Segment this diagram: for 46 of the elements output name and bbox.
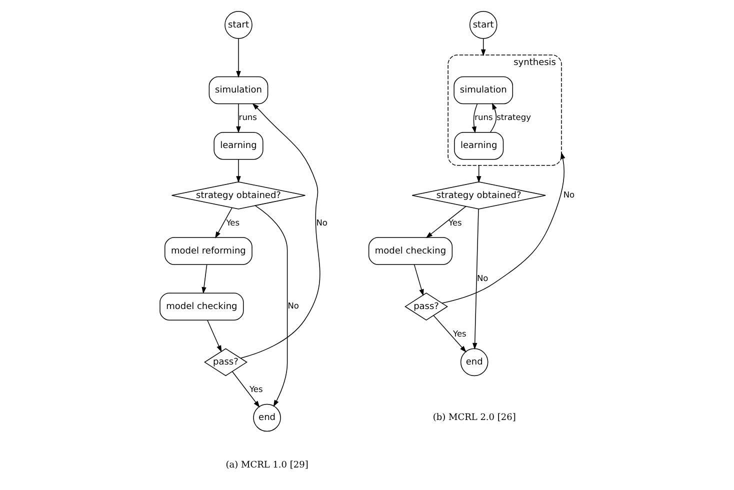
edge-label: No (562, 190, 574, 200)
node-box: learning (213, 132, 263, 160)
node-box: simulation (208, 76, 268, 104)
node-box: simulation (453, 76, 513, 104)
node-box: learning (454, 132, 504, 160)
arrow (441, 152, 565, 304)
edge-label: No (287, 300, 298, 311)
label: (a) MCRL 1.0 [29] (225, 460, 308, 470)
edge-label: No (476, 272, 488, 283)
arrow (201, 264, 207, 294)
arrow (240, 103, 320, 358)
node-diamond: strategy obtained? (411, 182, 546, 210)
arrow (232, 371, 260, 408)
edge-label: No (316, 217, 327, 228)
arrow (480, 38, 486, 56)
arrow (214, 208, 232, 238)
edge-label: runs (474, 112, 492, 122)
node-box: model checking (159, 292, 244, 320)
arrow (236, 103, 240, 134)
edge-label: strategy (496, 112, 530, 122)
node-circle: end (460, 348, 488, 376)
edge-label: Yes (448, 217, 462, 228)
node-box: model checking (368, 237, 452, 265)
node-diamond: pass? (204, 348, 247, 376)
node-diamond: strategy obtained? (170, 182, 306, 210)
arrow (206, 320, 222, 352)
edge-label: Yes (248, 384, 262, 394)
edge-label: Yes (226, 217, 240, 228)
edge-label: runs (238, 112, 256, 122)
node-circle: start (224, 11, 252, 39)
arrow (425, 206, 466, 238)
arrow (432, 315, 466, 353)
arrow (472, 208, 478, 350)
arrow (254, 205, 288, 407)
node-circle: start (468, 11, 497, 39)
node-circle: end (252, 404, 280, 432)
arrow (236, 38, 240, 78)
arrow (413, 264, 424, 296)
node-box: model reforming (164, 237, 252, 265)
edge-label: Yes (452, 328, 466, 338)
node-diamond: pass? (404, 292, 448, 321)
arrow (476, 165, 481, 183)
arrow (236, 159, 240, 183)
arrow (489, 102, 496, 133)
label: (b) MCRL 2.0 [26] (432, 413, 516, 424)
arrow (471, 104, 478, 134)
